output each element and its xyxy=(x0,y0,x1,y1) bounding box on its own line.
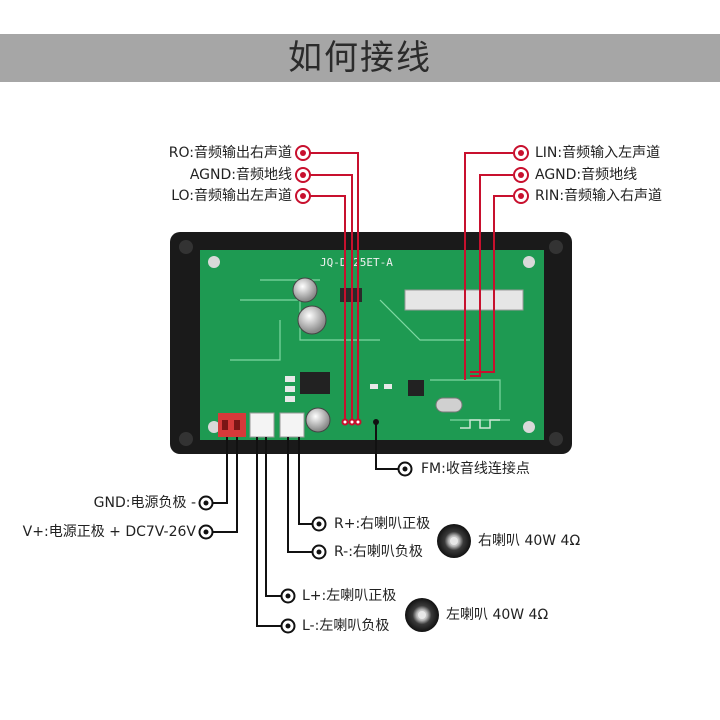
label-l-plus: L+:左喇叭正极 xyxy=(302,588,397,604)
gnd-endpoint-icon xyxy=(198,495,214,511)
audio-pads xyxy=(341,418,362,426)
page-title: 如何接线 xyxy=(288,38,432,78)
speaker-terminal-left xyxy=(249,412,275,438)
pcb-board xyxy=(200,250,544,440)
label-rin: RIN:音频输入右声道 xyxy=(535,188,663,204)
rin-endpoint-icon xyxy=(513,188,529,204)
label-lin: LIN:音频输入左声道 xyxy=(535,145,661,161)
label-vplus: V+:电源正极 + DC7V-26V xyxy=(22,524,196,540)
agnd-right-endpoint-icon xyxy=(513,167,529,183)
label-l-minus: L-:左喇叭负极 xyxy=(302,618,390,634)
l-plus-endpoint-icon xyxy=(280,588,296,604)
label-agnd-right: AGND:音频地线 xyxy=(535,167,638,183)
vplus-endpoint-icon xyxy=(198,524,214,540)
lin-endpoint-icon xyxy=(513,145,529,161)
power-terminal xyxy=(218,413,246,437)
label-agnd-left: AGND:音频地线 xyxy=(189,167,292,183)
r-plus-endpoint-icon xyxy=(311,516,327,532)
right-speaker-icon xyxy=(437,524,471,558)
power-speaker-wires xyxy=(212,422,399,627)
l-minus-endpoint-icon xyxy=(280,618,296,634)
r-minus-endpoint-icon xyxy=(311,544,327,560)
title-bar: 如何接线 xyxy=(0,34,720,82)
label-lo: LO:音频输出左声道 xyxy=(171,188,292,204)
label-right-speaker: 右喇叭 40W 4Ω xyxy=(478,533,581,549)
agnd-left-endpoint-icon xyxy=(295,167,311,183)
label-r-plus: R+:右喇叭正极 xyxy=(334,516,431,532)
audio-wires xyxy=(310,152,513,422)
power-speaker-endpoints xyxy=(198,461,413,634)
left-speaker-icon xyxy=(405,598,439,632)
label-ro: RO:音频输出右声道 xyxy=(168,145,292,161)
label-left-speaker: 左喇叭 40W 4Ω xyxy=(446,607,549,623)
module-silkscreen: JQ-D 25ET-A xyxy=(320,256,393,269)
label-gnd: GND:电源负极 - xyxy=(93,495,196,511)
label-fm: FM:收音线连接点 xyxy=(421,461,530,477)
speaker-terminal-right xyxy=(279,412,305,438)
lo-endpoint-icon xyxy=(295,188,311,204)
ro-endpoint-icon xyxy=(295,145,311,161)
label-r-minus: R-:右喇叭负极 xyxy=(334,544,423,560)
audio-endpoints xyxy=(295,145,529,204)
fm-endpoint-icon xyxy=(397,461,413,477)
